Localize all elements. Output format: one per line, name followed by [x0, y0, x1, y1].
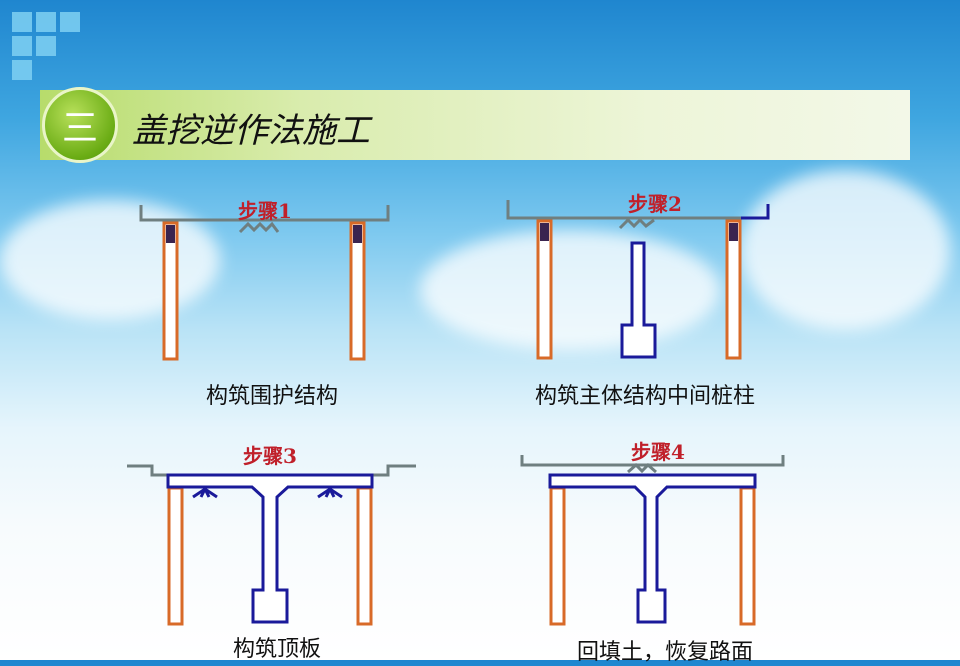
step2-caption: 构筑主体结构中间桩柱 — [534, 384, 756, 409]
ground-line — [372, 464, 416, 477]
pile-left — [162, 221, 179, 361]
pile-right — [725, 219, 742, 360]
logo-square — [12, 36, 32, 56]
soil-hatch-icon — [627, 462, 657, 474]
pile-right — [349, 221, 366, 361]
pile-left — [167, 486, 184, 626]
ground-line — [139, 205, 390, 222]
step1-diagram — [139, 205, 390, 361]
soil-hatch-icon — [238, 221, 280, 234]
middle-pile-column — [620, 241, 657, 359]
slab-edge-line — [741, 204, 770, 220]
pile-right — [356, 486, 373, 626]
step1-caption: 构筑围护结构 — [205, 384, 339, 409]
logo-square — [60, 12, 80, 32]
pile-left — [536, 219, 553, 360]
title-bar — [40, 90, 910, 160]
cloud — [420, 230, 720, 350]
ground-line — [520, 455, 785, 467]
step3-label: 步骤3 — [243, 444, 297, 468]
step2-label: 步骤2 — [628, 192, 682, 216]
ground-line — [506, 200, 741, 220]
soil-hatch-icon — [618, 217, 655, 230]
cloud — [740, 170, 950, 330]
pile-cap — [353, 225, 362, 243]
step4-diagram — [520, 455, 785, 626]
logo-square — [36, 36, 56, 56]
logo-square — [12, 12, 32, 32]
step3-caption: 构筑顶板 — [232, 637, 322, 662]
step3-diagram — [127, 464, 416, 626]
pile-cap — [729, 223, 738, 241]
step4-label: 步骤4 — [631, 440, 685, 464]
soil-hatch-icon — [192, 487, 218, 499]
pile-left — [549, 486, 566, 626]
roof-slab — [166, 473, 374, 624]
section-number-badge: 三 — [42, 87, 118, 163]
pile-cap — [540, 223, 549, 241]
step2-diagram — [506, 200, 770, 360]
logo-square — [36, 12, 56, 32]
step4-caption: 回填土，恢复路面 — [576, 640, 754, 665]
section-number: 三 — [61, 108, 98, 149]
step1-label: 步骤1 — [238, 199, 292, 223]
logo-square — [12, 60, 32, 80]
pile-cap — [166, 225, 175, 243]
soil-hatch-icon — [317, 487, 343, 499]
pile-right — [739, 486, 756, 626]
ground-line — [127, 464, 168, 477]
roof-slab — [548, 473, 757, 624]
page-title: 盖挖逆作法施工 — [132, 111, 370, 151]
